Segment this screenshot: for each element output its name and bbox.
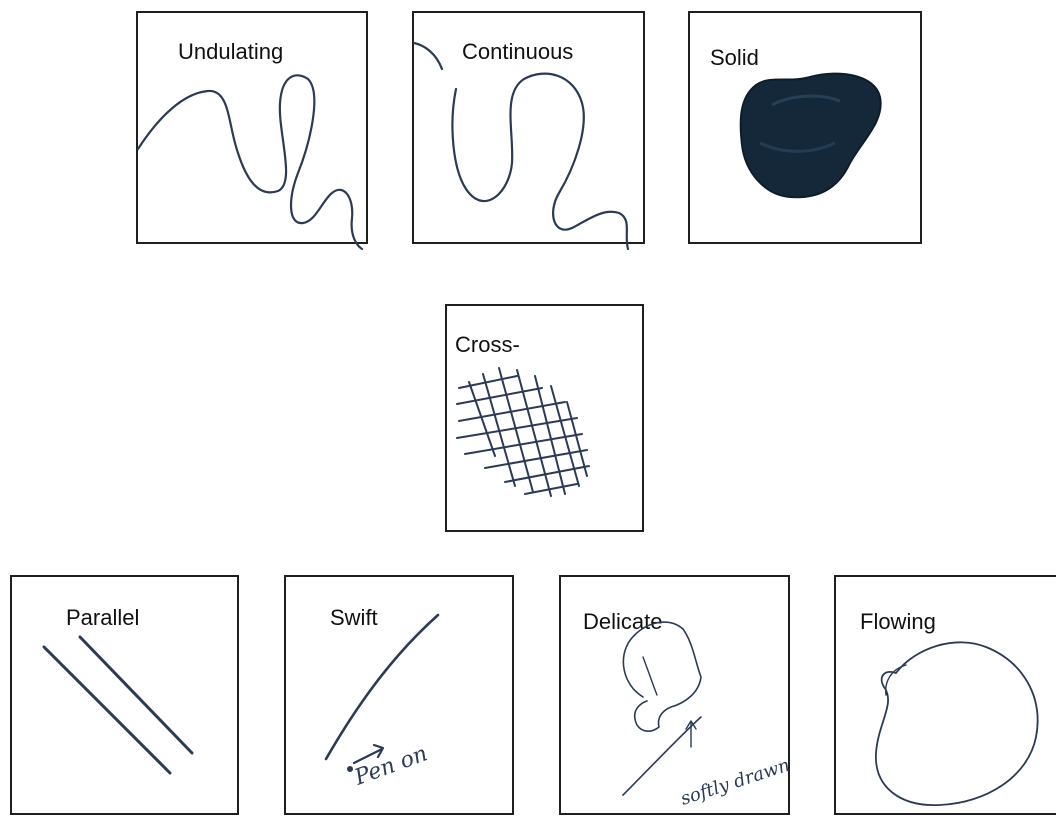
annotation: softly drawn [678, 755, 792, 810]
swatch-parallel: Parallel [10, 575, 239, 815]
swatch-solid: Solid [688, 11, 922, 244]
cross-hatch-pattern [447, 306, 646, 534]
swatch-flowing: Flowing [834, 575, 1056, 815]
swatch-delicate: Delicate softly drawn [559, 575, 790, 815]
swatch-continuous: Continuous [412, 11, 645, 244]
swatch-cross-hatch: Cross- [445, 304, 644, 532]
annotation: Pen on [351, 741, 431, 791]
undulating-line [138, 13, 370, 246]
swift-stroke: Pen on [286, 577, 516, 817]
solid-blob [690, 13, 924, 246]
swatch-swift: Swift Pen on [284, 575, 514, 815]
delicate-stroke: softly drawn [561, 577, 792, 817]
continuous-line [414, 13, 647, 246]
swatch-undulating: Undulating [136, 11, 368, 244]
parallel-lines [12, 577, 241, 817]
flowing-shape [836, 577, 1056, 817]
